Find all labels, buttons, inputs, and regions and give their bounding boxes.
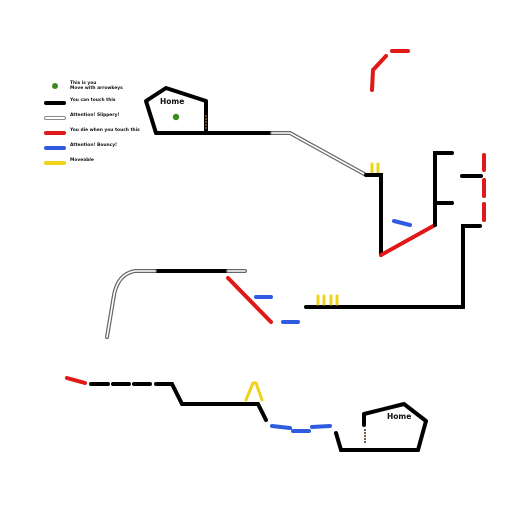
legend-label: Attention! Slippery! xyxy=(70,113,120,118)
solid-wall xyxy=(304,224,482,309)
solid-wall xyxy=(364,173,383,257)
deadly-hazard xyxy=(65,376,87,385)
legend-item-solid: You can touch this xyxy=(44,97,174,109)
legend-label: Attention! Bouncy! xyxy=(70,143,118,148)
deadly-swatch-icon xyxy=(44,131,66,135)
start-home-door xyxy=(204,114,208,130)
legend-label: You can touch this xyxy=(70,98,116,103)
movable-block[interactable] xyxy=(316,294,339,306)
legend: This is you Move with arrowkeys You can … xyxy=(44,80,174,172)
slippery-ramp xyxy=(270,131,368,177)
legend-item-deadly: You die when you touch this xyxy=(44,127,174,139)
bouncy-swatch-icon xyxy=(44,146,66,150)
legend-item-player: This is you Move with arrowkeys xyxy=(44,80,174,96)
bouncy-pad xyxy=(392,219,412,227)
player-avatar[interactable] xyxy=(172,113,180,121)
solid-swatch-icon xyxy=(44,101,66,105)
legend-label: This is you Move with arrowkeys xyxy=(70,81,123,91)
slippery-swatch-icon xyxy=(44,116,66,120)
player-dot-icon xyxy=(52,83,58,89)
legend-label: You die when you touch this xyxy=(70,128,140,133)
legend-item-bouncy: Attention! Bouncy! xyxy=(44,142,174,154)
deadly-floor xyxy=(379,223,437,257)
end-home-outline xyxy=(362,402,428,452)
start-home-outline xyxy=(144,86,208,135)
end-home-label: Home xyxy=(387,412,411,421)
legend-label: Moveable xyxy=(70,158,94,163)
movable-block[interactable] xyxy=(370,162,380,175)
solid-floor xyxy=(334,431,420,452)
legend-item-slippery: Attention! Slippery! xyxy=(44,112,174,124)
slippery-slope xyxy=(105,269,157,339)
deadly-slope xyxy=(226,276,273,324)
start-home-label: Home xyxy=(160,97,184,106)
movable-block[interactable] xyxy=(244,381,264,402)
legend-item-movable: Moveable xyxy=(44,157,174,169)
solid-platform xyxy=(89,382,268,422)
end-home-door xyxy=(363,428,367,444)
bouncy-pad xyxy=(270,424,332,433)
solid-wall xyxy=(433,151,454,227)
movable-swatch-icon xyxy=(44,161,66,165)
deadly-hazard xyxy=(370,54,388,92)
